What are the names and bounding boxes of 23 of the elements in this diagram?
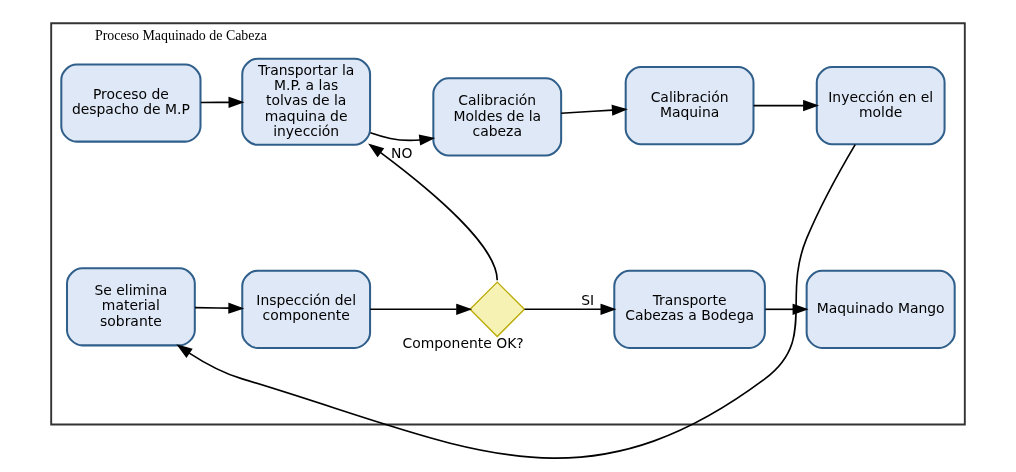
arrow bbox=[200, 96, 245, 108]
node-box: Transporte Cabezas a Bodega bbox=[613, 269, 766, 349]
node-box: Inyección en el molde bbox=[815, 65, 946, 146]
node-box: Transportar la M.P. a las tolvas de la maquina de inyección bbox=[241, 57, 372, 146]
node-box: Calibración Moldes de la cabeza bbox=[432, 77, 563, 157]
edge-label: NO bbox=[391, 145, 413, 162]
arrow bbox=[368, 143, 499, 281]
arrow bbox=[523, 303, 617, 315]
arrow bbox=[764, 303, 809, 315]
node-box: Se elimina material sobrante bbox=[66, 267, 196, 347]
node-box: Calibración Maquina bbox=[624, 65, 755, 146]
node-diamond bbox=[469, 281, 526, 338]
node-box: Inspección del componente bbox=[241, 269, 372, 349]
node-box: Proceso de despacho de M.P bbox=[60, 63, 202, 143]
node-box: Maquinado Mango bbox=[805, 269, 956, 349]
arrow bbox=[194, 302, 245, 314]
arrow bbox=[176, 143, 856, 459]
arrow bbox=[752, 99, 820, 112]
arrow bbox=[560, 104, 628, 116]
arrow bbox=[369, 303, 473, 315]
node-label: Componente OK? bbox=[402, 334, 524, 351]
arrow bbox=[369, 131, 436, 146]
edge-label: SI bbox=[581, 292, 595, 309]
